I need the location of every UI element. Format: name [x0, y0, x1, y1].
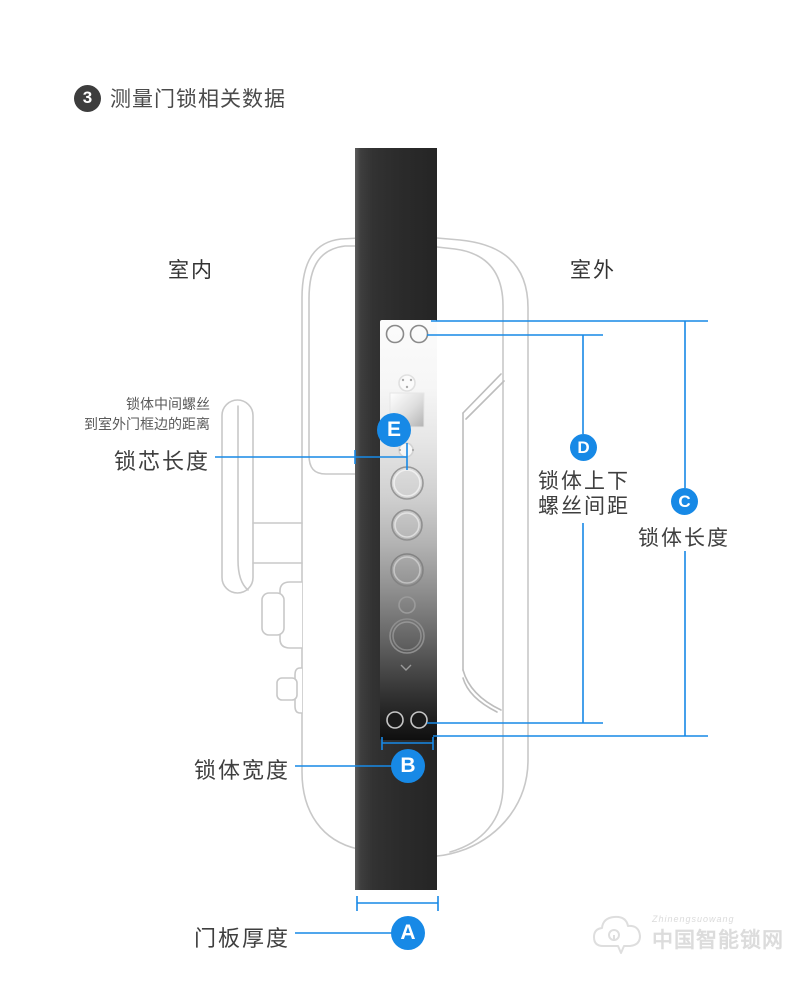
- badge-e: E: [377, 413, 411, 447]
- indoor-panel-inner-line: [308, 245, 361, 475]
- badge-a: A: [391, 916, 425, 950]
- measure-a-door-thickness-lines: [295, 896, 439, 934]
- note-middle-screw-distance: 锁体中间螺丝 到室外门框边的距离: [70, 394, 210, 434]
- outdoor-label: 室外: [570, 259, 616, 282]
- page-title: 测量门锁相关数据: [110, 88, 286, 111]
- measure-c-body-length-lines: [431, 320, 708, 737]
- outdoor-panel-outline: [436, 237, 529, 857]
- thumbturn-knob: [261, 592, 285, 636]
- keypad-ring-3: [390, 553, 424, 587]
- label-body-length: 锁体长度: [638, 527, 730, 550]
- sensor-dots-icon: [398, 374, 416, 392]
- lock-cylinder-ring: [389, 618, 425, 654]
- screw-bottom-left-icon: [386, 711, 404, 729]
- screw-top-right-icon: [409, 324, 429, 344]
- badge-d: D: [570, 434, 597, 461]
- small-button-icon: [398, 596, 416, 614]
- watermark: Zhinengsuowang 中国智能锁网: [590, 908, 790, 960]
- label-screw-spacing-line2: 螺丝间距: [538, 495, 630, 518]
- keypad-ring-2: [391, 509, 423, 541]
- watermark-cloud-lock-icon: [593, 915, 641, 954]
- cylinder-mark-icon: [398, 442, 415, 458]
- outdoor-handle: [462, 373, 505, 713]
- section-header: 3 测量门锁相关数据: [74, 83, 286, 113]
- screw-top-left-icon: [385, 324, 405, 344]
- label-screw-spacing: 锁体上下 螺丝间距: [514, 469, 654, 519]
- measure-d-screw-spacing-lines: [427, 334, 603, 724]
- label-screw-spacing-line1: 锁体上下: [538, 470, 630, 493]
- chevron-down-icon: [400, 664, 412, 671]
- indoor-handle-grip-highlight: [237, 405, 249, 591]
- measure-e-cylinder-length-lines: [215, 443, 408, 470]
- screw-bottom-right-icon: [410, 711, 428, 729]
- measure-b-body-width-lines: [295, 737, 434, 767]
- indoor-panel-outline: [301, 237, 361, 850]
- indoor-label: 室内: [168, 259, 214, 282]
- badge-c: C: [671, 488, 698, 515]
- label-cylinder-length: 锁芯长度: [113, 449, 210, 474]
- badge-b: B: [391, 749, 425, 783]
- outdoor-panel-inner-line: [436, 246, 504, 853]
- watermark-main-text: 中国智能锁网: [652, 929, 784, 952]
- watermark-texts: Zhinengsuowang 中国智能锁网: [652, 914, 784, 954]
- keypad-ring-1: [390, 466, 424, 500]
- indoor-handle-arm: [252, 522, 303, 564]
- lower-knob: [276, 677, 298, 701]
- label-door-thickness: 门板厚度: [193, 926, 290, 951]
- step-number: 3: [82, 88, 93, 107]
- watermark-small-text: Zhinengsuowang: [652, 914, 735, 924]
- note-line-2: 到室外门框边的距离: [84, 416, 210, 432]
- note-line-1: 锁体中间螺丝: [126, 396, 210, 412]
- label-body-width: 锁体宽度: [193, 758, 290, 783]
- step-number-badge: 3: [74, 84, 101, 112]
